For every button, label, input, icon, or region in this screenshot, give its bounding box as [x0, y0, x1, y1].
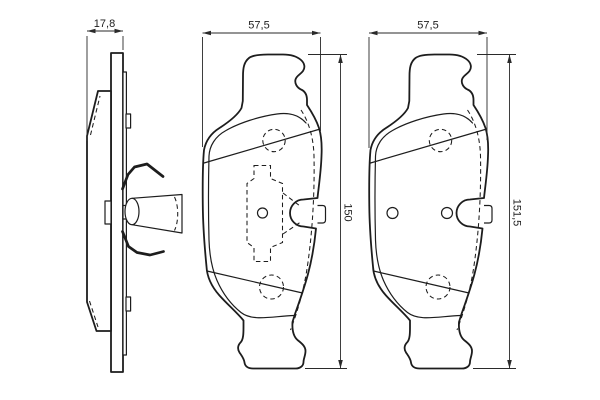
dimension-height-right-label: 151,5 — [511, 199, 523, 227]
side-damper — [122, 193, 183, 234]
side-piston-tab — [104, 200, 112, 225]
dimension-thickness: 17,8 — [86, 18, 124, 141]
right-pad-hole-left — [386, 206, 399, 220]
dimension-width-left: 57,5 — [202, 20, 321, 147]
right-pad-front-view — [368, 53, 493, 370]
side-shim-tab-bottom — [125, 296, 132, 312]
dimensions: 17,8 57,5 57,5 150 — [86, 18, 523, 369]
dimension-width-right-label: 57,5 — [417, 20, 438, 32]
dimension-height-left: 150 — [305, 54, 354, 369]
right-pad-hole-right — [440, 206, 454, 220]
left-pad-center-hole — [256, 207, 269, 219]
dimension-width-left-label: 57,5 — [248, 20, 269, 32]
side-spring-bottom — [121, 230, 165, 257]
dimension-height-right: 151,5 — [473, 54, 523, 369]
dimension-height-left-label: 150 — [342, 203, 354, 221]
dimension-thickness-label: 17,8 — [94, 18, 115, 30]
side-backplate — [110, 52, 124, 373]
left-pad-front-view — [201, 53, 327, 370]
left-pad-sensor-bracket — [246, 164, 284, 263]
side-friction-pad — [86, 90, 112, 332]
side-view — [86, 52, 183, 373]
side-shim-tab-top — [125, 113, 132, 129]
side-spring-top — [121, 162, 165, 191]
